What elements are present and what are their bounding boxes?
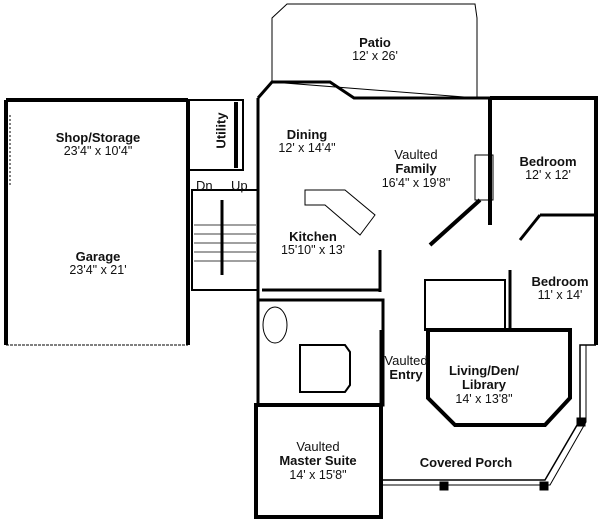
room-covered-porch: Covered Porch bbox=[419, 455, 513, 470]
stairs-up-label: Up bbox=[231, 178, 248, 193]
room-prefix: Vaulted bbox=[384, 353, 428, 368]
room-kitchen: Kitchen 15'10" x 13' bbox=[280, 229, 346, 258]
room-bedroom-1: Bedroom 12' x 12' bbox=[519, 154, 577, 183]
room-name: Entry bbox=[389, 367, 423, 383]
room-utility: Utility bbox=[213, 112, 229, 149]
room-family: Vaulted Family 16'4" x 19'8" bbox=[381, 147, 451, 190]
room-dims: 12' x 26' bbox=[352, 49, 398, 64]
room-patio: Patio 12' x 26' bbox=[352, 35, 398, 64]
room-dims: 11' x 14' bbox=[537, 288, 583, 303]
room-prefix: Vaulted bbox=[296, 439, 340, 454]
room-name: Dining bbox=[286, 127, 328, 142]
room-prefix: Vaulted bbox=[394, 147, 438, 162]
room-dims: 12' x 12' bbox=[525, 168, 571, 183]
room-name: Family bbox=[395, 161, 437, 177]
room-name: Master Suite bbox=[279, 453, 357, 469]
room-bedroom-2: Bedroom 11' x 14' bbox=[531, 274, 589, 303]
room-name-line2: Library bbox=[461, 377, 507, 393]
room-entry: Vaulted Entry bbox=[384, 353, 428, 383]
room-name: Bedroom bbox=[519, 154, 577, 169]
room-living-den-library: Living/Den/ Library 14' x 13'8" bbox=[448, 363, 520, 406]
room-name-line1: Living/Den/ bbox=[448, 363, 520, 378]
room-name: Shop/Storage bbox=[55, 130, 141, 145]
room-name: Covered Porch bbox=[419, 455, 513, 470]
room-master-suite: Vaulted Master Suite 14' x 15'8" bbox=[279, 439, 357, 482]
room-dims: 14' x 13'8" bbox=[455, 391, 513, 406]
room-dims: 16'4" x 19'8" bbox=[381, 175, 451, 190]
room-dims: 23'4" x 21' bbox=[69, 263, 127, 278]
room-garage: Garage 23'4" x 21' bbox=[69, 249, 127, 278]
room-name: Bedroom bbox=[531, 274, 589, 289]
room-shop-storage: Shop/Storage 23'4" x 10'4" bbox=[55, 130, 141, 159]
room-dims: 14' x 15'8" bbox=[289, 467, 347, 482]
stairs-down-label: Dn bbox=[196, 178, 213, 193]
room-dims: 23'4" x 10'4" bbox=[63, 144, 133, 159]
room-dims: 12' x 14'4" bbox=[278, 141, 336, 156]
room-name: Patio bbox=[359, 35, 391, 50]
room-name: Kitchen bbox=[289, 229, 337, 244]
room-name: Garage bbox=[75, 249, 121, 264]
room-dims: 15'10" x 13' bbox=[280, 243, 346, 258]
room-dining: Dining 12' x 14'4" bbox=[278, 127, 336, 156]
